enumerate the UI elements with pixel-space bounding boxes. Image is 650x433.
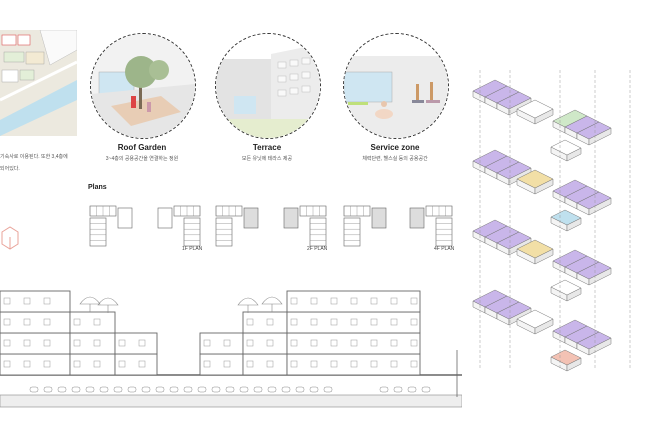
- plan-label: 2F PLAN: [307, 246, 328, 252]
- tree-icon: [79, 296, 101, 312]
- car-icon: [43, 386, 53, 393]
- car-icon: [281, 386, 291, 393]
- section-block: [242, 311, 288, 376]
- car-icon: [169, 386, 179, 393]
- vignette-title: Roof Garden: [117, 143, 167, 152]
- tree-icon: [97, 297, 119, 313]
- unit-block: [576, 191, 612, 216]
- car-icon: [323, 386, 333, 393]
- car-icon: [267, 386, 277, 393]
- plan-label: 4F PLAN: [434, 246, 455, 252]
- unit-block: [516, 169, 554, 195]
- section-block: [199, 332, 244, 376]
- section-block: [69, 311, 116, 376]
- unit-block: [550, 209, 582, 232]
- site-plan-map: [0, 30, 77, 136]
- car-icon: [295, 386, 305, 393]
- car-icon: [127, 386, 137, 393]
- service-zone-vignette: [343, 33, 449, 139]
- section-block: [286, 290, 421, 376]
- tree-icon: [237, 297, 259, 313]
- unit-block: [516, 239, 554, 265]
- unit-block: [496, 161, 532, 186]
- intro-text-line: 기숙사로 이용된다. 또한 3,4층에: [0, 154, 68, 160]
- intro-text-line: 되어있다.: [0, 166, 20, 172]
- unit-block: [496, 301, 532, 326]
- floor-plan-drawing: [343, 205, 387, 247]
- tree-icon: [261, 296, 283, 312]
- axon-key-icon: [1, 226, 19, 250]
- car-icon: [29, 386, 39, 393]
- vignette-subtitle: 3~4층의 공용공간을 연결하는 정원: [105, 156, 179, 162]
- unit-block: [576, 331, 612, 356]
- unit-block: [550, 139, 582, 162]
- car-icon: [99, 386, 109, 393]
- floor-plan-drawing: [409, 205, 453, 247]
- car-icon: [57, 386, 67, 393]
- floor-plan-drawing: [215, 205, 259, 247]
- unit-block: [576, 261, 612, 286]
- unit-block: [550, 279, 582, 302]
- car-icon: [239, 386, 249, 393]
- section-block: [114, 332, 158, 376]
- car-icon: [211, 386, 221, 393]
- car-icon: [197, 386, 207, 393]
- car-icon: [155, 386, 165, 393]
- car-icon: [309, 386, 319, 393]
- car-icon: [253, 386, 263, 393]
- car-icon: [71, 386, 81, 393]
- floor-plan-drawing: [283, 205, 327, 247]
- unit-block: [496, 231, 532, 256]
- car-icon: [85, 386, 95, 393]
- unit-block: [576, 121, 612, 146]
- vignette-title: Terrace: [252, 143, 282, 152]
- unit-block: [496, 91, 532, 116]
- vignette-title: Service zone: [370, 143, 420, 152]
- terrace-vignette: [215, 33, 321, 139]
- site-plan-drawing: [0, 30, 77, 136]
- unit-block: [516, 99, 554, 125]
- car-icon: [421, 386, 431, 393]
- car-icon: [183, 386, 193, 393]
- vignette-subtitle: 모든 유닛에 테라스 제공: [241, 156, 293, 162]
- car-icon: [141, 386, 151, 393]
- unit-block: [516, 309, 554, 335]
- plan-label: 1F PLAN: [182, 246, 203, 252]
- vignette-subtitle: 체력단련, 헬스실 등의 공용공간: [362, 156, 428, 162]
- intro-text: 기숙사로 이용된다. 또한 3,4층에 되어있다.: [0, 151, 68, 175]
- exploded-axonometric: [472, 70, 631, 372]
- car-icon: [407, 386, 417, 393]
- floor-plan-drawing: [89, 205, 133, 247]
- car-icon: [113, 386, 123, 393]
- building-section: [0, 290, 462, 408]
- car-icon: [225, 386, 235, 393]
- floor-plan-drawing: [157, 205, 201, 247]
- section-block: [0, 290, 71, 376]
- plans-title: Plans: [88, 184, 107, 191]
- car-icon: [379, 386, 389, 393]
- unit-block: [550, 349, 582, 372]
- car-icon: [393, 386, 403, 393]
- roof-garden-vignette: [90, 33, 196, 139]
